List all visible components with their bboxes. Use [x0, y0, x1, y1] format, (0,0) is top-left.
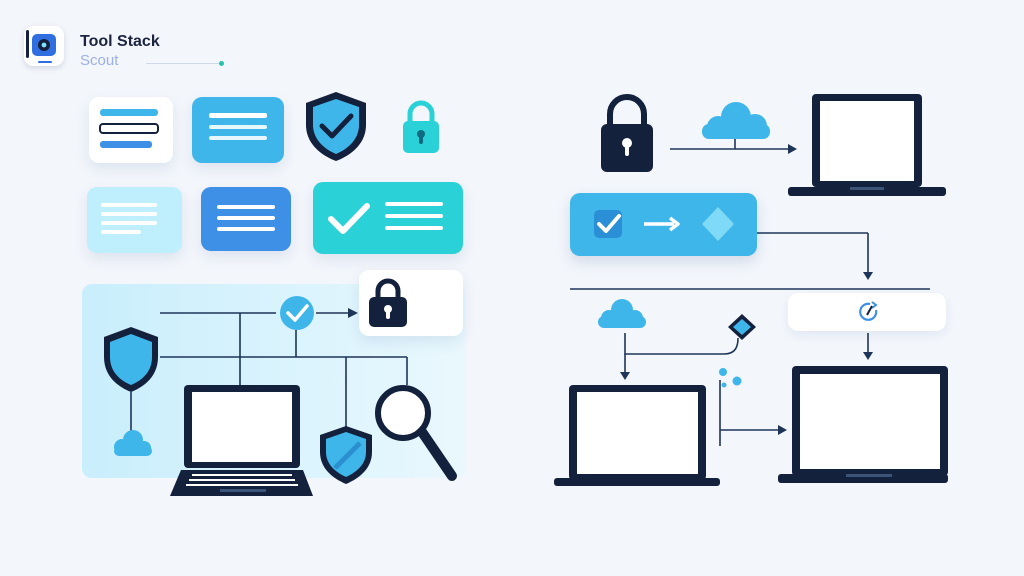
- padlock-icon: [601, 94, 653, 172]
- cloud-icon: [598, 299, 646, 328]
- node-dots-icon: [719, 368, 742, 388]
- text-lines-icon: [101, 203, 157, 234]
- arrow-right-icon: [348, 308, 358, 318]
- laptop-icon: [170, 385, 313, 496]
- cloud-icon: [114, 430, 152, 456]
- header-divider: [146, 63, 222, 64]
- app-subtitle: Scout: [80, 52, 119, 69]
- arrow-down-icon: [863, 352, 873, 360]
- arrow-down-icon: [863, 272, 873, 280]
- shield-check-icon: [306, 92, 366, 161]
- text-card[interactable]: [192, 97, 284, 163]
- padlock-icon: [369, 278, 407, 327]
- app-logo[interactable]: [24, 26, 64, 66]
- action-bar[interactable]: [570, 193, 757, 256]
- arrow-right-icon: [778, 425, 787, 435]
- text-lines-icon: [209, 113, 267, 140]
- laptop-icon: [554, 385, 720, 486]
- app-title: Tool Stack: [80, 33, 160, 50]
- shield-small-icon: [320, 426, 372, 484]
- laptop-icon: [778, 366, 948, 483]
- refresh-icon: [859, 301, 878, 321]
- lock-tile[interactable]: [359, 270, 463, 336]
- refresh-tile[interactable]: [788, 293, 946, 331]
- note-card[interactable]: [87, 187, 182, 253]
- padlock-icon: [403, 100, 439, 153]
- checklist-card-icon: [328, 202, 443, 234]
- form-card-icon: [99, 109, 159, 148]
- compass-logo-icon: [26, 30, 56, 63]
- arrow-right-icon: [788, 144, 797, 154]
- status-dot: [219, 61, 224, 66]
- diamond-icon: [728, 314, 756, 340]
- check-circle-icon: [280, 296, 314, 330]
- magnifier-icon: [375, 385, 457, 481]
- list-card[interactable]: [201, 187, 291, 251]
- arrow-down-icon: [620, 372, 630, 380]
- cloud-icon: [702, 102, 770, 139]
- checklist-card[interactable]: [313, 182, 463, 254]
- flow-card-icon: [594, 207, 734, 241]
- form-card[interactable]: [89, 97, 173, 163]
- text-lines-icon: [217, 205, 275, 231]
- shield-icon: [104, 327, 158, 392]
- laptop-icon: [788, 94, 946, 196]
